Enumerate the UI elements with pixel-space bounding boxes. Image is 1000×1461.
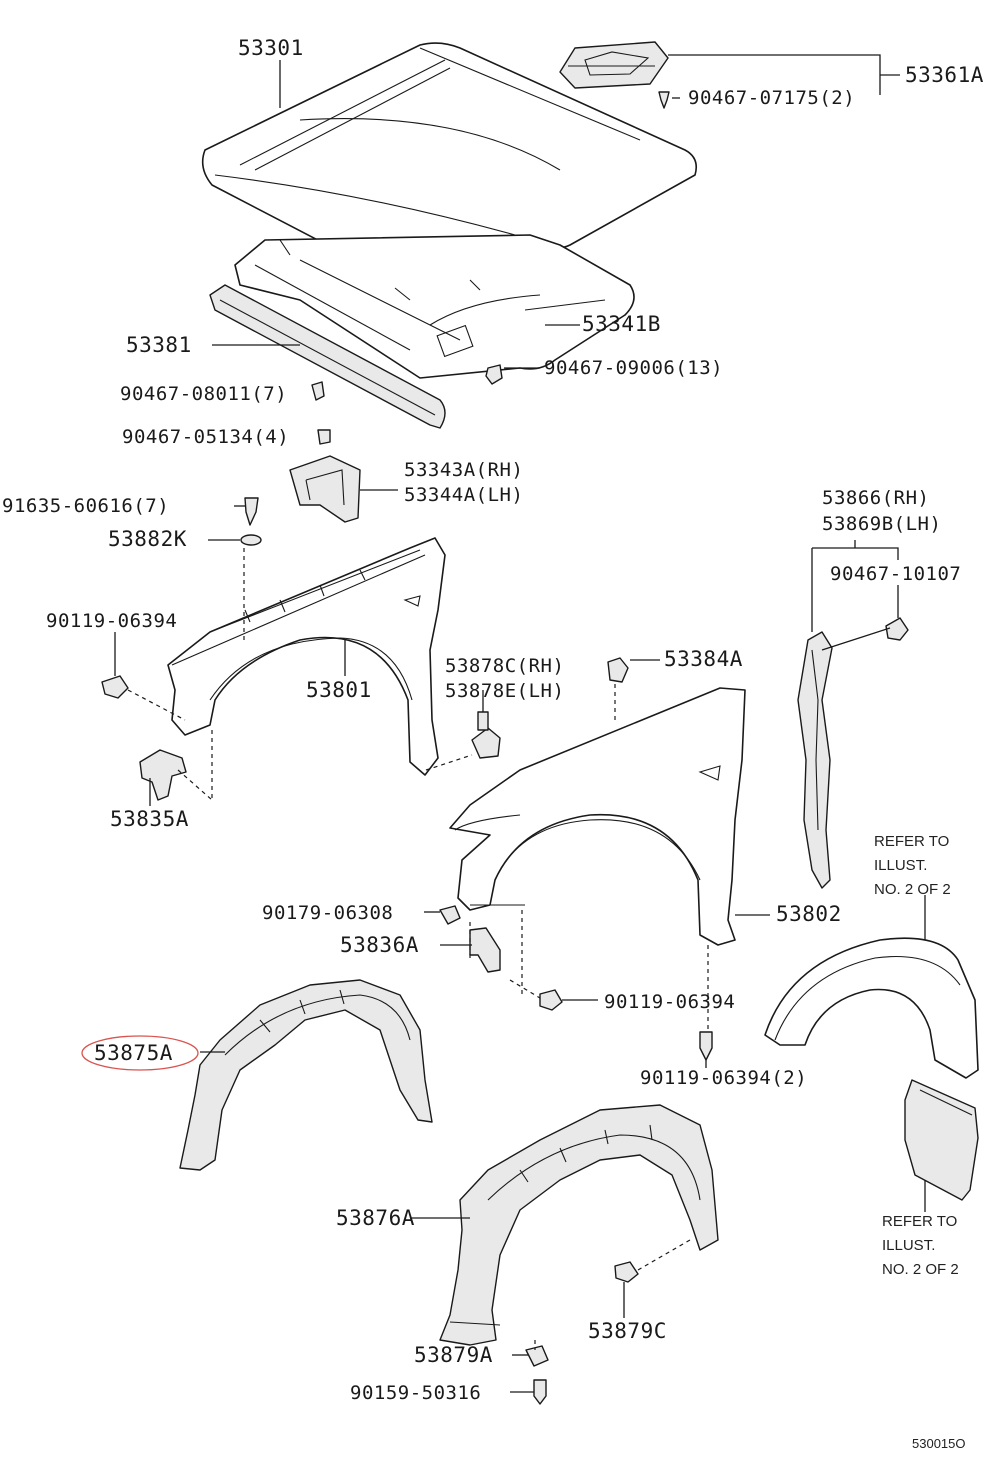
- refer-note-lower: REFER TO ILLUST. NO. 2 OF 2: [882, 1213, 959, 1278]
- label-fender-bracket-lh: 53344A(LH): [404, 484, 523, 506]
- refer-note-lower-line2: ILLUST.: [882, 1237, 935, 1254]
- label-seal-clip-4: 90467-05134(4): [122, 426, 289, 448]
- label-hood-emblem: 53361A: [905, 63, 984, 87]
- label-brace-rh: 53836A: [340, 933, 419, 957]
- label-liner-clip-c: 53879C: [588, 1319, 667, 1343]
- leader-lines: [114, 54, 926, 1393]
- label-hood: 53301: [238, 36, 304, 60]
- hood-panel: [201, 42, 698, 271]
- label-seal-clip-7: 90467-08011(7): [120, 383, 287, 405]
- label-fender-lh: 53801: [306, 678, 372, 702]
- label-liner-screw: 90159-50316: [350, 1382, 481, 1404]
- liner-clips: [525, 1261, 639, 1405]
- refer-note-upper-line3: NO. 2 OF 2: [874, 881, 951, 898]
- refer-note-lower-line1: REFER TO: [882, 1213, 957, 1230]
- label-insulator-clip: 90467-09006(13): [544, 357, 723, 379]
- label-hood-seal: 53381: [126, 333, 192, 357]
- fender-flare: [764, 937, 979, 1079]
- label-clip-lh: 53878E(LH): [445, 680, 564, 702]
- fender-seal-strip: [797, 631, 833, 889]
- label-lower-bolt-2: 90119-06394(2): [640, 1067, 807, 1089]
- mudflap: [904, 1079, 979, 1201]
- hood-clips: [311, 91, 670, 445]
- fender-clip-mount: [471, 711, 501, 759]
- fender-bracket: [289, 455, 361, 523]
- wheel-liner-rh: [439, 1104, 719, 1346]
- label-emblem-clip: 90467-07175(2): [688, 87, 855, 109]
- fender-pad: [607, 657, 629, 683]
- liner-lh-highlight: [81, 1035, 199, 1071]
- hood-seal: [209, 284, 446, 429]
- label-seal-lh: 53869B(LH): [822, 513, 941, 535]
- refer-note-lower-line3: NO. 2 OF 2: [882, 1261, 959, 1278]
- label-fender-pad: 53384A: [664, 647, 743, 671]
- lower-bolts: [539, 989, 713, 1061]
- label-liner-rh: 53876A: [336, 1206, 415, 1230]
- label-hood-insulator: 53341B: [582, 312, 661, 336]
- refer-note-upper-line1: REFER TO: [874, 833, 949, 850]
- fender-rh: [449, 687, 746, 946]
- label-fender-bracket-rh: 53343A(RH): [404, 459, 523, 481]
- label-fender-bolt-lh: 90119-06394: [46, 610, 177, 632]
- label-clip-rh: 53878C(RH): [445, 655, 564, 677]
- fender-brace-lh: [139, 749, 187, 801]
- refer-note-upper: REFER TO ILLUST. NO. 2 OF 2: [874, 833, 951, 898]
- wheel-liner-lh: [179, 979, 433, 1171]
- fender-bolt-washer: [240, 497, 262, 546]
- label-lower-bolt: 90119-06394: [604, 991, 735, 1013]
- fender-screw: [439, 905, 461, 925]
- label-seal-clip: 90467-10107: [830, 563, 961, 585]
- label-fender-bolt: 91635-60616(7): [2, 495, 169, 517]
- label-liner-lh: 53875A: [94, 1041, 173, 1065]
- refer-note-upper-line2: ILLUST.: [874, 857, 927, 874]
- seal-clip-top: [885, 617, 909, 641]
- label-fender-washer: 53882K: [108, 527, 187, 551]
- dashed-lines: [127, 548, 709, 1350]
- label-fender-brace: 53835A: [110, 807, 189, 831]
- hood-emblem: [559, 41, 669, 89]
- fender-brace-rh: [469, 927, 501, 973]
- part-labels: 53301 53361A 90467-07175(2) 53381 53341B…: [2, 36, 984, 1404]
- label-fender-screw: 90179-06308: [262, 902, 393, 924]
- diagram-id: 530015O: [912, 1436, 966, 1451]
- label-liner-clip-a: 53879A: [414, 1343, 493, 1367]
- fender-lh: [167, 537, 446, 776]
- label-seal-rh: 53866(RH): [822, 487, 929, 509]
- fender-lh-bolt: [101, 675, 129, 699]
- label-fender-rh: 53802: [776, 902, 842, 926]
